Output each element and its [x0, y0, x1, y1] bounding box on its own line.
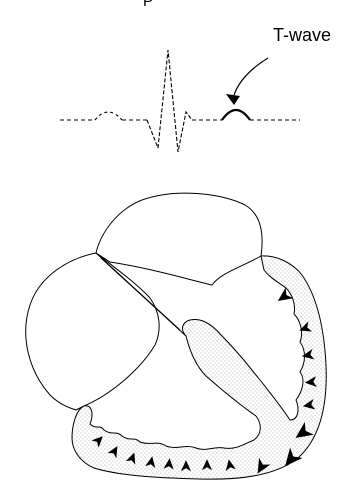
left-atrium-outline	[96, 193, 262, 285]
ecg-t-wave	[222, 110, 250, 120]
t-wave-pointer-arrow	[234, 58, 268, 95]
right-heart-outline	[26, 253, 159, 410]
ecg-qrs-complex	[147, 50, 192, 152]
t-wave-pointer-arrowhead	[226, 94, 240, 105]
t-wave-label: T-wave	[273, 25, 331, 45]
clipped-top-letter: P	[143, 0, 153, 10]
heart-diagram	[26, 193, 327, 479]
ecg-trace	[60, 50, 300, 152]
ecg-p-wave	[95, 112, 122, 120]
